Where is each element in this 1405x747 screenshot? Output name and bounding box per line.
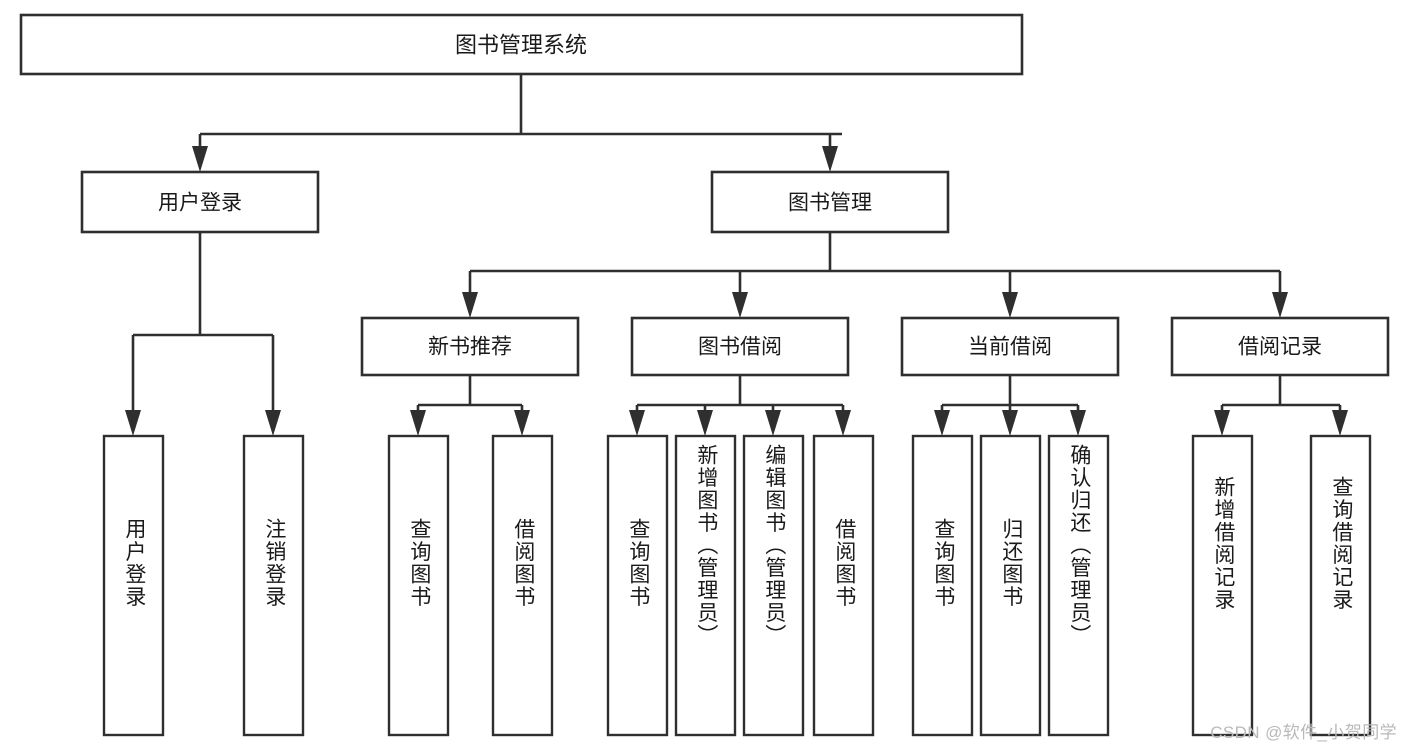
- connector-newbook-to-leaves: [410, 375, 530, 436]
- node-user-login[interactable]: 用户登录: [80, 170, 320, 234]
- leaf-box-logout[interactable]: [242, 434, 305, 737]
- node-new-book-rec[interactable]: 新书推荐: [360, 316, 580, 377]
- leaf-box-add-book[interactable]: [674, 434, 737, 737]
- leaf-box-query-record[interactable]: [1309, 434, 1372, 737]
- node-new-book-rec-label: 新书推荐: [428, 336, 512, 359]
- node-root-label: 图书管理系统: [455, 33, 587, 58]
- node-book-borrow[interactable]: 图书借阅: [630, 316, 850, 377]
- leaf-box-user-login[interactable]: [102, 434, 165, 737]
- node-borrow-record-label: 借阅记录: [1238, 336, 1322, 359]
- node-current-borrow-label: 当前借阅: [968, 336, 1052, 359]
- node-book-borrow-label: 图书借阅: [698, 336, 782, 359]
- node-user-login-label: 用户登录: [158, 192, 242, 215]
- leaf-box-borrow-book-2[interactable]: [812, 434, 875, 737]
- csdn-watermark: CSDN @软件_小贺同学: [1210, 723, 1397, 742]
- leaf-box-query-book-3[interactable]: [911, 434, 974, 737]
- leaf-box-return-book[interactable]: [979, 434, 1042, 737]
- leaf-box-group: [102, 434, 1372, 737]
- connector-userlogin-to-leaves: [125, 232, 281, 436]
- leaf-box-confirm-return[interactable]: [1047, 434, 1110, 737]
- leaf-box-edit-book[interactable]: [742, 434, 805, 737]
- leaf-box-borrow-book-1[interactable]: [491, 434, 554, 737]
- node-root[interactable]: 图书管理系统: [19, 13, 1024, 76]
- node-book-manage[interactable]: 图书管理: [710, 170, 950, 234]
- connector-root-to-level2: [192, 74, 842, 172]
- connector-bookmanage-to-level3: [462, 232, 1288, 318]
- leaf-box-query-book-1[interactable]: [387, 434, 450, 737]
- connector-borrowrecord-to-leaves: [1214, 375, 1348, 436]
- node-book-manage-label: 图书管理: [788, 192, 872, 215]
- leaf-box-query-book-2[interactable]: [606, 434, 669, 737]
- connector-currentborrow-to-leaves: [934, 375, 1086, 436]
- connector-bookborrow-to-leaves: [629, 375, 851, 436]
- node-current-borrow[interactable]: 当前借阅: [900, 316, 1120, 377]
- leaf-box-add-record[interactable]: [1191, 434, 1254, 737]
- node-borrow-record[interactable]: 借阅记录: [1170, 316, 1390, 377]
